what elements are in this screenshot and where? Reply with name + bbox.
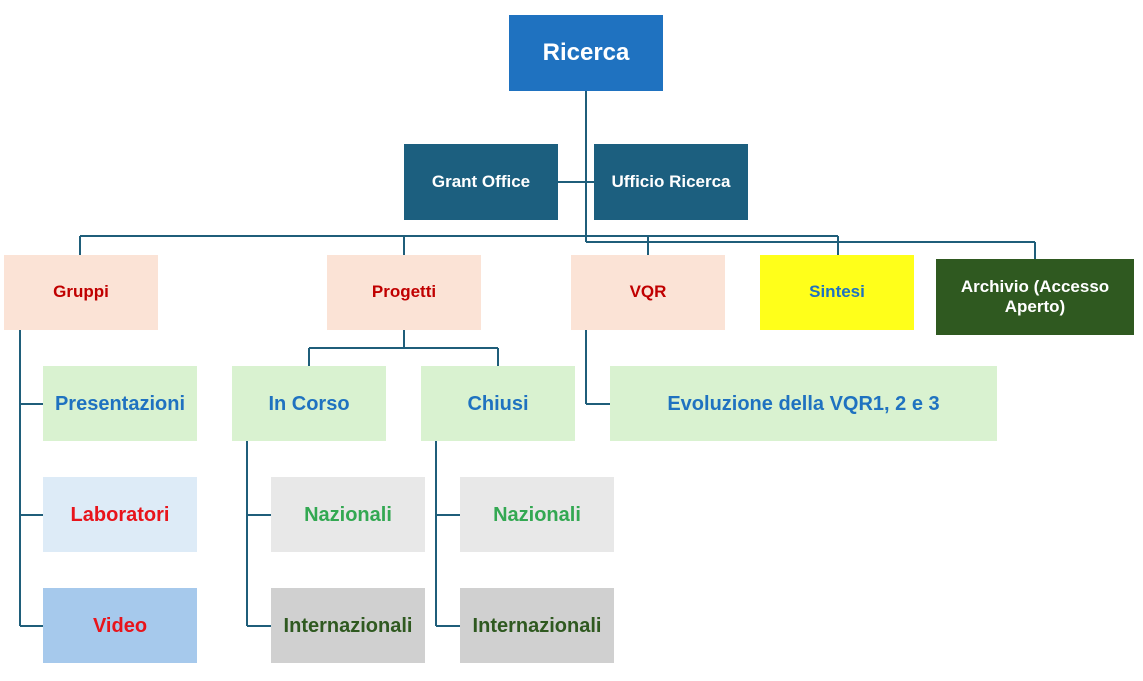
node-in-corso: In Corso xyxy=(232,366,386,441)
node-nazionali-in-corso: Nazionali xyxy=(271,477,425,552)
node-video: Video xyxy=(43,588,197,663)
node-internazionali-in-corso: Internazionali xyxy=(271,588,425,663)
node-archivio: Archivio (Accesso Aperto) xyxy=(936,259,1134,335)
node-grant-office: Grant Office xyxy=(404,144,558,220)
node-chiusi: Chiusi xyxy=(421,366,575,441)
node-nazionali-chiusi: Nazionali xyxy=(460,477,614,552)
node-evoluzione-vqr: Evoluzione della VQR1, 2 e 3 xyxy=(610,366,997,441)
node-ufficio-ricerca: Ufficio Ricerca xyxy=(594,144,748,220)
node-laboratori: Laboratori xyxy=(43,477,197,552)
node-ricerca: Ricerca xyxy=(509,15,663,91)
node-gruppi: Gruppi xyxy=(4,255,158,330)
node-sintesi: Sintesi xyxy=(760,255,914,330)
node-progetti: Progetti xyxy=(327,255,481,330)
node-presentazioni: Presentazioni xyxy=(43,366,197,441)
node-vqr: VQR xyxy=(571,255,725,330)
node-internazionali-chiusi: Internazionali xyxy=(460,588,614,663)
